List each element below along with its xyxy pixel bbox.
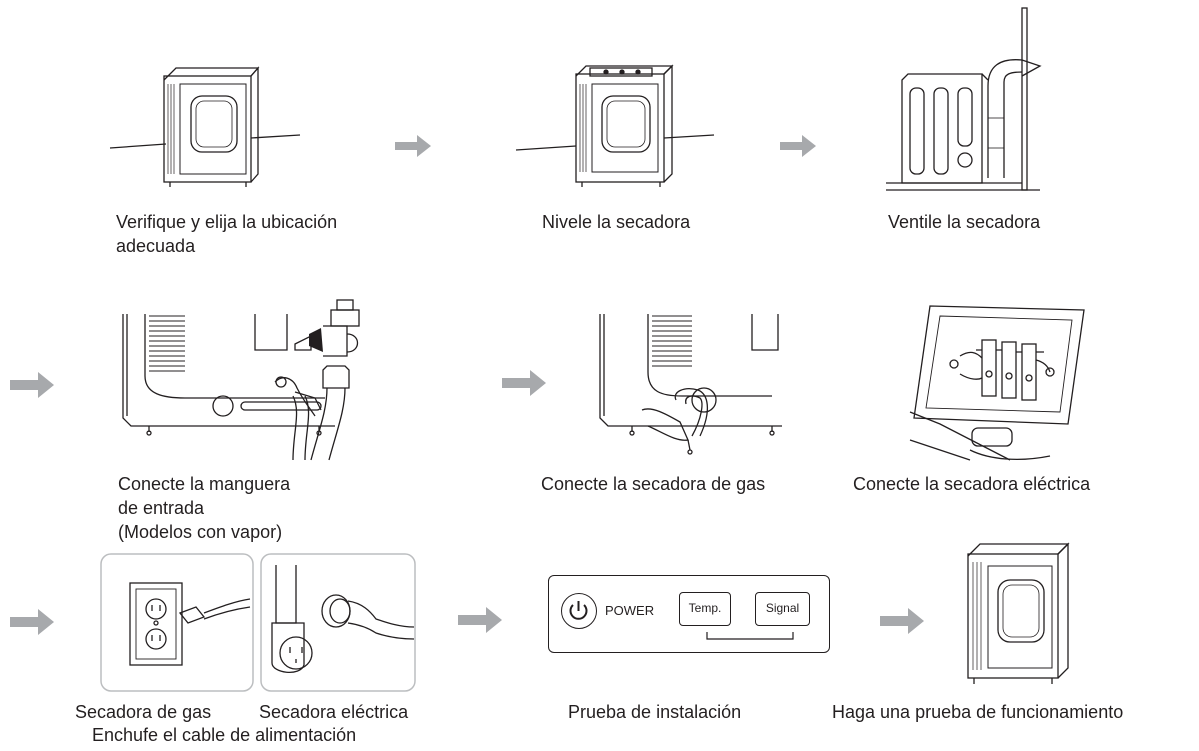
arrow-right-icon [502, 370, 546, 396]
arrow-right-icon [10, 609, 54, 635]
step-electric-label: Conecte la secadora eléctrica [853, 474, 1091, 494]
step-inlet-label: Conecte la manguera [118, 474, 291, 494]
arrow-right-icon [880, 608, 924, 634]
step-location-label-line2: adecuada [116, 236, 196, 256]
arrow-right-icon [395, 135, 431, 157]
dryer-test-run-illustration [967, 542, 1070, 684]
inlet-hose-illustration [122, 299, 360, 461]
electric-connection-illustration [909, 305, 1085, 461]
signal-button[interactable]: Signal [755, 592, 810, 626]
gas-connection-illustration [599, 314, 782, 455]
plug-gas-label: Secadora de gas [75, 702, 212, 722]
step-location-label: Verifique y elija la ubicación [116, 212, 338, 232]
power-icon [569, 601, 588, 620]
arrow-right-icon [780, 135, 816, 157]
power-label: POWER [605, 603, 655, 618]
step-level-label: Nivele la secadora [542, 212, 691, 232]
arrow-right-icon [458, 607, 502, 633]
dryer-level-illustration [515, 64, 715, 187]
combo-bracket [706, 632, 794, 640]
power-button[interactable] [561, 593, 597, 629]
step-inlet-label-line2: de entrada [118, 498, 205, 518]
plug-electric-label: Secadora eléctrica [259, 702, 409, 722]
arrow-right-icon [10, 372, 54, 398]
control-panel: POWER Temp. Signal [548, 575, 830, 653]
dryer-location-illustration [109, 66, 301, 187]
step-install-test-label: Prueba de instalación [568, 702, 742, 722]
power-outlets-illustration [100, 553, 416, 692]
step-vent-label: Ventile la secadora [888, 212, 1041, 232]
step-inlet-label-line3: (Modelos con vapor) [118, 522, 283, 542]
step-gas-label: Conecte la secadora de gas [541, 474, 766, 494]
temp-button[interactable]: Temp. [679, 592, 731, 626]
dryer-vent-illustration [886, 7, 1042, 191]
step-run-test-label: Haga una prueba de funcionamiento [832, 702, 1124, 722]
step-plug-label: Enchufe el cable de alimentación [92, 725, 357, 745]
